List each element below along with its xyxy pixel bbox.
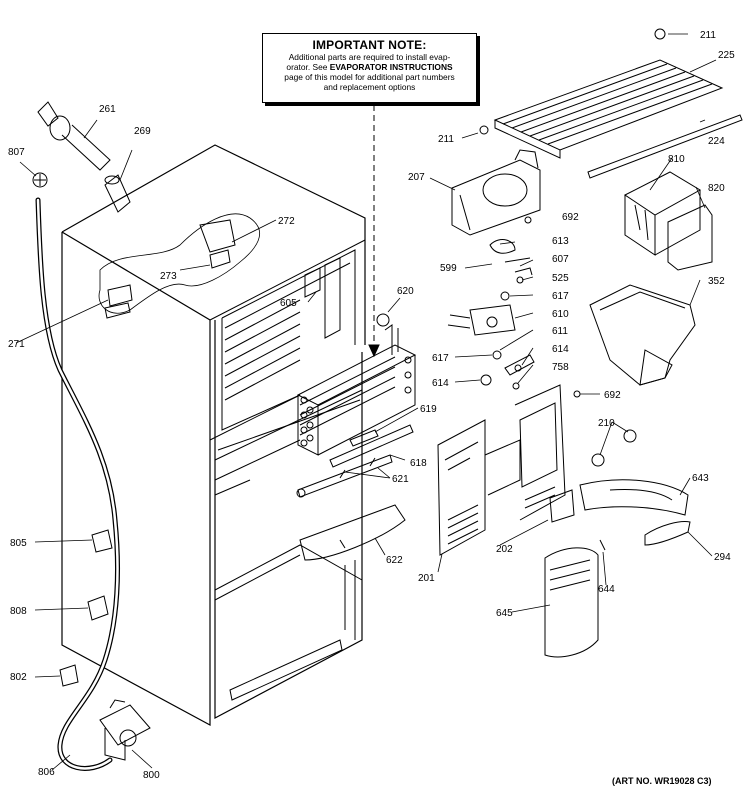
callout-211a: 211 bbox=[700, 30, 716, 41]
callout-201: 201 bbox=[418, 573, 435, 584]
callout-620: 620 bbox=[397, 286, 414, 297]
callout-622: 622 bbox=[386, 555, 403, 566]
callout-617b: 617 bbox=[432, 353, 449, 364]
callout-805: 805 bbox=[10, 538, 27, 549]
callout-294: 294 bbox=[714, 552, 731, 563]
note-line-4: and replacement options bbox=[323, 82, 416, 92]
callout-611: 611 bbox=[552, 326, 568, 337]
callout-352: 352 bbox=[708, 276, 725, 287]
callout-labels: 211 225 211 224 261 269 807 272 273 271 … bbox=[8, 30, 735, 781]
note-line-2: orator. See EVAPORATOR INSTRUCTIONS bbox=[263, 62, 476, 72]
note-line-3: page of this model for additional part n… bbox=[284, 72, 455, 82]
water-valve bbox=[99, 699, 151, 761]
important-note-box: IMPORTANT NOTE: Additional parts are req… bbox=[262, 33, 477, 103]
callout-692b: 692 bbox=[604, 390, 621, 401]
callout-271: 271 bbox=[8, 339, 25, 350]
callout-820: 820 bbox=[708, 183, 725, 194]
wire-shelf bbox=[479, 28, 743, 179]
note-title: IMPORTANT NOTE: bbox=[312, 38, 427, 52]
note-line-2-text: orator. See bbox=[286, 62, 330, 72]
callout-599: 599 bbox=[440, 263, 457, 274]
callout-525: 525 bbox=[552, 273, 569, 284]
leader-lines bbox=[15, 33, 717, 771]
callout-225: 225 bbox=[718, 50, 735, 61]
callout-692a: 692 bbox=[562, 212, 579, 223]
callout-808: 808 bbox=[10, 606, 27, 617]
callout-272: 272 bbox=[278, 216, 295, 227]
callout-224: 224 bbox=[708, 136, 725, 147]
callout-643: 643 bbox=[692, 473, 709, 484]
callout-806: 806 bbox=[38, 767, 55, 778]
callout-613: 613 bbox=[552, 236, 569, 247]
evaporator-cover bbox=[437, 384, 575, 556]
callout-619: 619 bbox=[420, 404, 437, 415]
callout-614b: 614 bbox=[432, 378, 449, 389]
note-line-1: Additional parts are required to install… bbox=[288, 52, 451, 62]
fill-tube bbox=[37, 101, 131, 213]
cabinet-body bbox=[61, 144, 366, 727]
callout-207: 207 bbox=[408, 172, 425, 183]
callout-644: 644 bbox=[598, 584, 615, 595]
art-number: (ART NO. WR19028 C3) bbox=[612, 776, 712, 786]
callout-758: 758 bbox=[552, 362, 569, 373]
callout-610: 610 bbox=[552, 309, 569, 320]
callout-621: 621 bbox=[392, 474, 409, 485]
defrost-parts bbox=[296, 424, 414, 561]
callout-802: 802 bbox=[10, 672, 27, 683]
ice-maker bbox=[624, 171, 713, 271]
callout-807: 807 bbox=[8, 147, 25, 158]
ice-bucket bbox=[589, 284, 696, 386]
callout-618: 618 bbox=[410, 458, 427, 469]
evaporator bbox=[296, 313, 417, 456]
callout-617a: 617 bbox=[552, 291, 569, 302]
callout-800: 800 bbox=[143, 770, 160, 781]
callout-210: 210 bbox=[598, 418, 615, 429]
callout-269: 269 bbox=[134, 126, 151, 137]
water-line-tube bbox=[32, 172, 121, 771]
callout-261: 261 bbox=[99, 104, 116, 115]
callout-273: 273 bbox=[160, 271, 177, 282]
callout-614a: 614 bbox=[552, 344, 569, 355]
fan-assembly bbox=[447, 149, 541, 336]
note-line-2-bold: EVAPORATOR INSTRUCTIONS bbox=[329, 62, 453, 72]
front-cover bbox=[544, 429, 691, 658]
callout-810: 810 bbox=[668, 154, 685, 165]
callout-202: 202 bbox=[496, 544, 513, 555]
callout-605: 605 bbox=[280, 298, 297, 309]
callout-645: 645 bbox=[496, 608, 513, 619]
callout-211b: 211 bbox=[438, 134, 454, 145]
tube-clamps bbox=[59, 529, 113, 687]
callout-607: 607 bbox=[552, 254, 569, 265]
fasteners bbox=[480, 350, 581, 398]
